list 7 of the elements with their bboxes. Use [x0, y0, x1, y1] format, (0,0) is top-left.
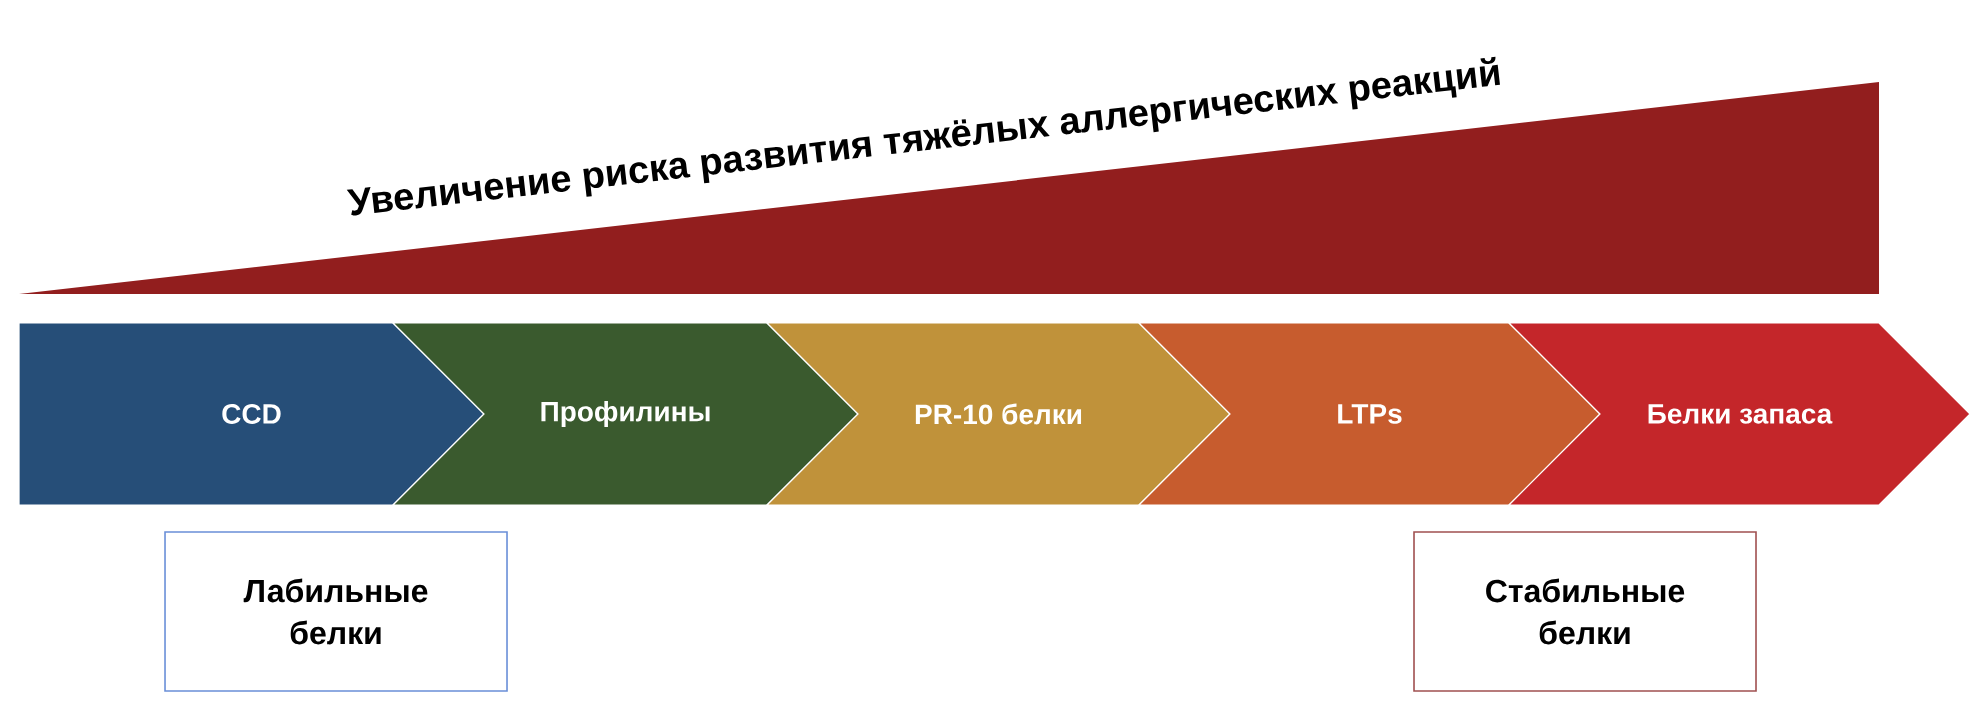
stage-band: PR-10 белки	[765, 322, 1231, 506]
category-box: Стабильные белки	[1413, 531, 1757, 692]
stage-band: LTPs	[1137, 322, 1601, 506]
stage-band: Профилины	[391, 322, 859, 506]
stage-band: Белки запаса	[1507, 322, 1971, 506]
title: Увеличение риска развития тяжёлых аллергических реакций	[346, 56, 1500, 216]
category-box: Лабильные белки	[164, 531, 508, 692]
